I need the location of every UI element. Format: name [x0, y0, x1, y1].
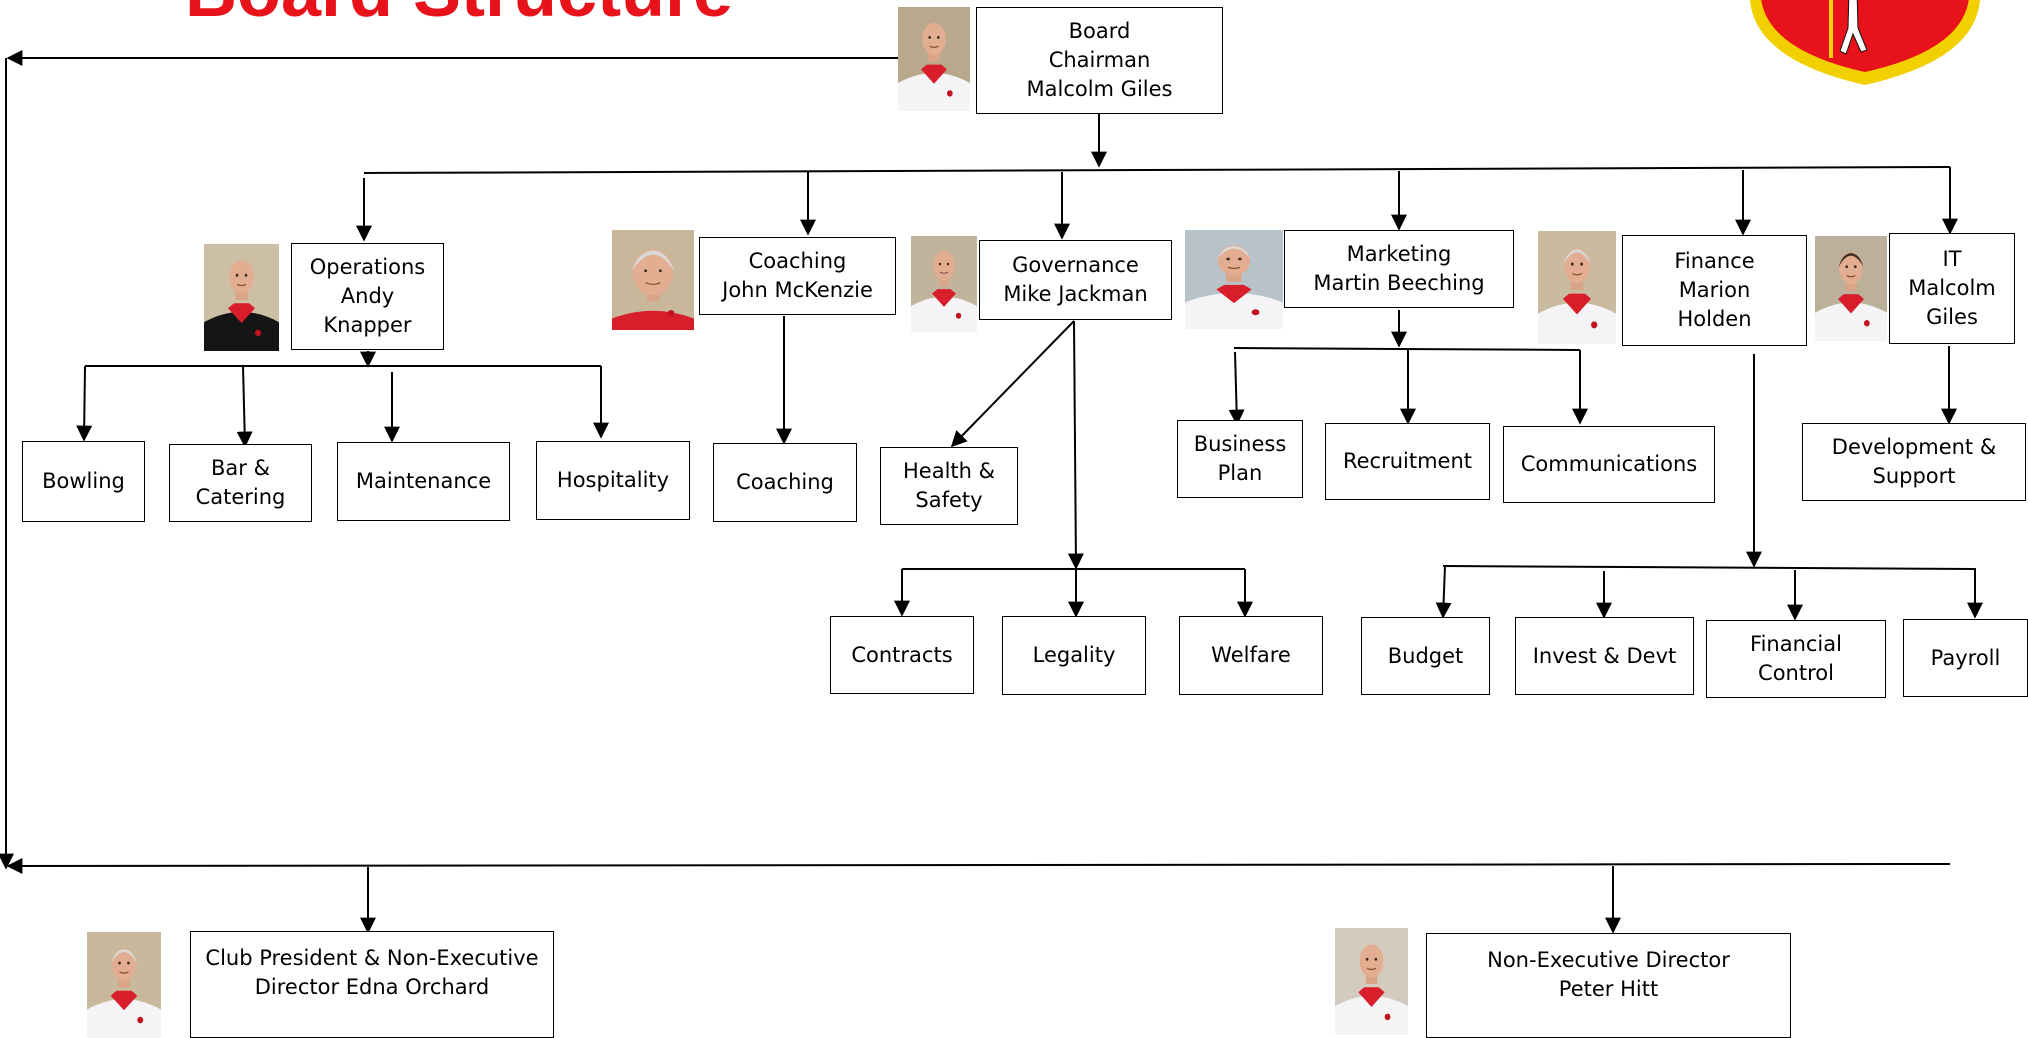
it-photo — [1815, 236, 1887, 341]
marketing-box: Marketing Martin Beeching — [1284, 230, 1514, 308]
communications-box: Communications — [1503, 426, 1715, 503]
bar-catering-box: Bar & Catering — [169, 444, 312, 522]
recruitment-box: Recruitment — [1325, 423, 1490, 500]
welfare-box: Welfare — [1179, 616, 1323, 695]
ned-box: Non-Executive Director Peter Hitt — [1426, 933, 1791, 1038]
portrait-illustration — [1335, 944, 1408, 1035]
finance-box: Finance Marion Holden — [1622, 235, 1807, 346]
portrait-illustration — [911, 250, 977, 332]
finance-photo — [1538, 231, 1616, 344]
governance-box: Governance Mike Jackman — [979, 240, 1172, 320]
budget-box: Budget — [1361, 617, 1490, 695]
portrait-illustration — [204, 260, 279, 351]
president-photo — [87, 932, 161, 1038]
legality-box: Legality — [1002, 616, 1146, 695]
portrait-illustration — [1815, 252, 1887, 341]
chairman-photo — [898, 7, 970, 111]
operations-box: Operations Andy Knapper — [291, 243, 444, 350]
business-plan-box: Business Plan — [1177, 420, 1303, 498]
health-safety-box: Health & Safety — [880, 447, 1018, 525]
portrait-illustration — [1185, 245, 1283, 329]
coaching-head-box: Coaching John McKenzie — [699, 237, 896, 315]
hospitality-box: Hospitality — [536, 441, 690, 520]
club-shield-logo — [1750, 0, 1980, 85]
portrait-illustration — [612, 249, 694, 330]
financial-control-box: Financial Control — [1706, 620, 1886, 698]
portrait-illustration — [898, 23, 970, 111]
operations-photo — [204, 244, 279, 351]
maintenance-box: Maintenance — [337, 442, 510, 521]
coaching-box: Coaching — [713, 443, 857, 522]
marketing-photo — [1185, 230, 1283, 329]
president-box: Club President & Non-Executive Director … — [190, 931, 554, 1038]
portrait-illustration — [87, 948, 161, 1038]
bowling-box: Bowling — [22, 441, 145, 522]
portrait-illustration — [1538, 248, 1616, 344]
page-title: Board Structure — [185, 0, 733, 28]
invest-devt-box: Invest & Devt — [1515, 617, 1694, 695]
governance-photo — [911, 236, 977, 332]
coaching-head-photo — [612, 230, 694, 330]
chairman-box: Board Chairman Malcolm Giles — [976, 7, 1223, 114]
payroll-box: Payroll — [1903, 619, 2028, 697]
it-box: IT Malcolm Giles — [1889, 233, 2015, 344]
contracts-box: Contracts — [830, 616, 974, 694]
ned-photo — [1335, 928, 1408, 1035]
development-support-box: Development & Support — [1802, 423, 2026, 501]
